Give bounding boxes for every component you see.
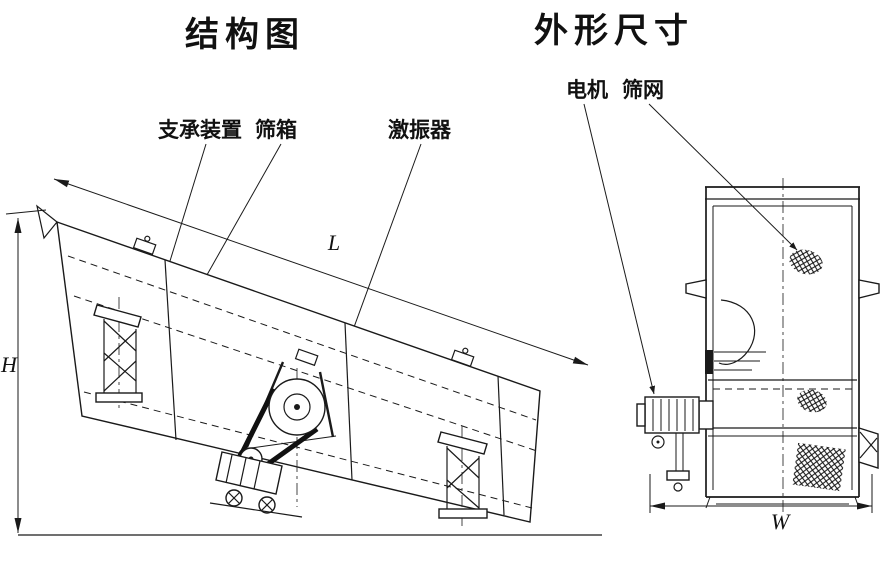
mesh-patch-bottom xyxy=(792,442,846,492)
right-wing-bracket xyxy=(858,279,880,299)
structure-title: 结构图 xyxy=(185,16,305,54)
w-dimension: W xyxy=(649,474,873,534)
exciter-assembly xyxy=(209,361,337,518)
leader-lines-right xyxy=(583,103,798,395)
motor-assembly xyxy=(636,396,714,492)
dim-l-label: L xyxy=(327,230,340,255)
dim-h-label: H xyxy=(0,352,18,377)
left-wing-bracket xyxy=(685,279,707,299)
screen-box-label: 筛箱 xyxy=(255,118,297,142)
outline-frame xyxy=(685,186,880,509)
exciter-motor-body xyxy=(215,451,283,495)
support-device-label: 支承装置 xyxy=(158,119,242,142)
h-dimension: H xyxy=(0,209,47,533)
outline-title: 外形尺寸 xyxy=(534,12,694,50)
exciter-label: 激振器 xyxy=(388,118,452,142)
motor-label: 电机 xyxy=(566,78,608,102)
outline-view: 电机 筛网 xyxy=(566,78,880,534)
mesh-patch-top xyxy=(789,249,823,275)
discharge-curve xyxy=(718,299,756,365)
screen-mesh-label: 筛网 xyxy=(622,78,664,102)
deck-clamp-right xyxy=(450,347,475,368)
structure-diagram: 支承装置 筛箱 激振器 H L xyxy=(0,118,602,536)
deck-clamp-left xyxy=(132,235,157,256)
right-support-spring xyxy=(437,426,488,526)
exciter-mount-clamp xyxy=(294,348,319,367)
motor-foot-wheel xyxy=(651,435,665,449)
mesh-patch-middle xyxy=(797,389,827,413)
motor-hanger-hook xyxy=(673,482,683,492)
left-support-spring xyxy=(93,297,143,410)
l-dimension: L xyxy=(53,178,589,366)
dim-w-label: W xyxy=(771,509,791,534)
mesh-patches xyxy=(789,249,846,492)
screen-box-body xyxy=(36,204,541,523)
motor-body xyxy=(644,396,700,434)
